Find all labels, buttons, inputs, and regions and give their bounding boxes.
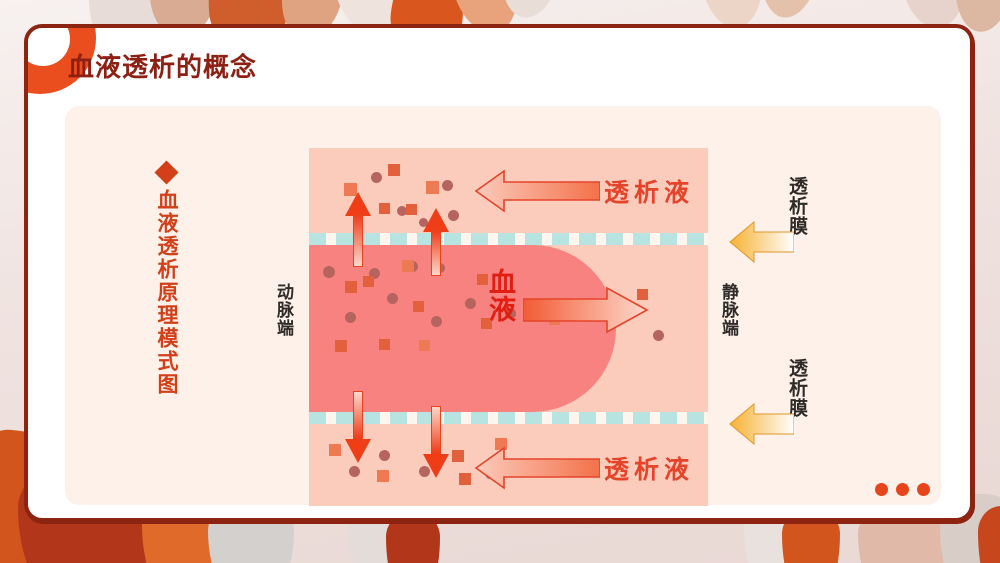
hemodialysis-diagram: 透析液 透析液 血液 [309, 148, 708, 506]
pager-dot[interactable] [875, 483, 888, 496]
page-title: 血液透析的概念 [68, 52, 258, 82]
solute-particle [419, 340, 430, 351]
solute-particle [413, 301, 424, 312]
solute-particle [349, 466, 360, 477]
dialysate-inflow-arrow-bottom [728, 402, 795, 446]
label-dialysis-membrane-top: 透析膜 [786, 176, 807, 236]
pager-dots[interactable] [875, 483, 930, 496]
dialysis-membrane-bottom [309, 412, 708, 424]
solute-particle [377, 470, 389, 482]
dialysate-flow-arrow-bottom-icon [474, 446, 600, 490]
solute-transfer-arrow-down [345, 391, 371, 463]
solute-particle [465, 298, 476, 309]
solute-particle [323, 266, 335, 278]
solute-particle [637, 289, 648, 300]
solute-particle [379, 203, 390, 214]
solute-particle [495, 438, 507, 450]
dialysate-label-top: 透析液 [604, 179, 695, 207]
blood-label: 血液 [489, 268, 516, 325]
solute-particle [345, 281, 357, 293]
label-venous-end: 静脉端 [719, 283, 738, 337]
solute-particle [459, 473, 471, 485]
solute-particle [379, 450, 390, 461]
solute-transfer-arrow-up [423, 208, 449, 276]
solute-particle [481, 318, 492, 329]
solute-particle [345, 312, 356, 323]
solute-particle [477, 274, 488, 285]
solute-particle [653, 330, 664, 341]
solute-particle [431, 316, 442, 327]
dialysate-flow-top: 透析液 [474, 169, 694, 213]
solute-particle [505, 308, 516, 319]
section-heading-label: 血液透析原理模式图 [155, 189, 179, 396]
solute-particle [442, 180, 453, 191]
label-dialysis-membrane-bottom: 透析膜 [786, 358, 807, 418]
solute-particle [406, 204, 417, 215]
dialysate-flow-bottom: 透析液 [474, 446, 694, 490]
blood-front [449, 245, 616, 412]
solute-particle [402, 260, 414, 272]
blood-flow-arrow-icon [522, 285, 649, 335]
solute-particle [335, 340, 347, 352]
solute-particle [363, 276, 374, 287]
solute-particle [329, 444, 341, 456]
slide-card: 血液透析的概念 血液透析原理模式图 动脉端 静脉端 透析膜 透析膜 [24, 24, 974, 522]
solute-particle [397, 206, 407, 216]
solute-particle [448, 210, 459, 221]
diamond-bullet-icon [153, 160, 179, 185]
label-arterial-end: 动脉端 [274, 283, 293, 337]
solute-transfer-arrow-up [345, 192, 371, 267]
solute-particle [426, 181, 439, 194]
solute-particle [379, 339, 390, 350]
solute-particle [371, 172, 382, 183]
solute-particle [387, 293, 398, 304]
dialysis-membrane-top [309, 233, 708, 245]
dialysate-label-bottom: 透析液 [604, 456, 695, 484]
solute-particle [452, 450, 464, 462]
decor-petal [978, 506, 1000, 563]
dialysate-inflow-arrow-top [728, 220, 795, 264]
dialysate-flow-arrow-top-icon [474, 169, 600, 213]
section-heading: 血液透析原理模式图 [145, 160, 187, 396]
corner-swoosh-icon [28, 28, 110, 114]
solute-particle [388, 164, 400, 176]
pager-dot[interactable] [917, 483, 930, 496]
pager-dot[interactable] [896, 483, 909, 496]
solute-transfer-arrow-down [423, 406, 449, 478]
solute-particle [369, 268, 380, 279]
